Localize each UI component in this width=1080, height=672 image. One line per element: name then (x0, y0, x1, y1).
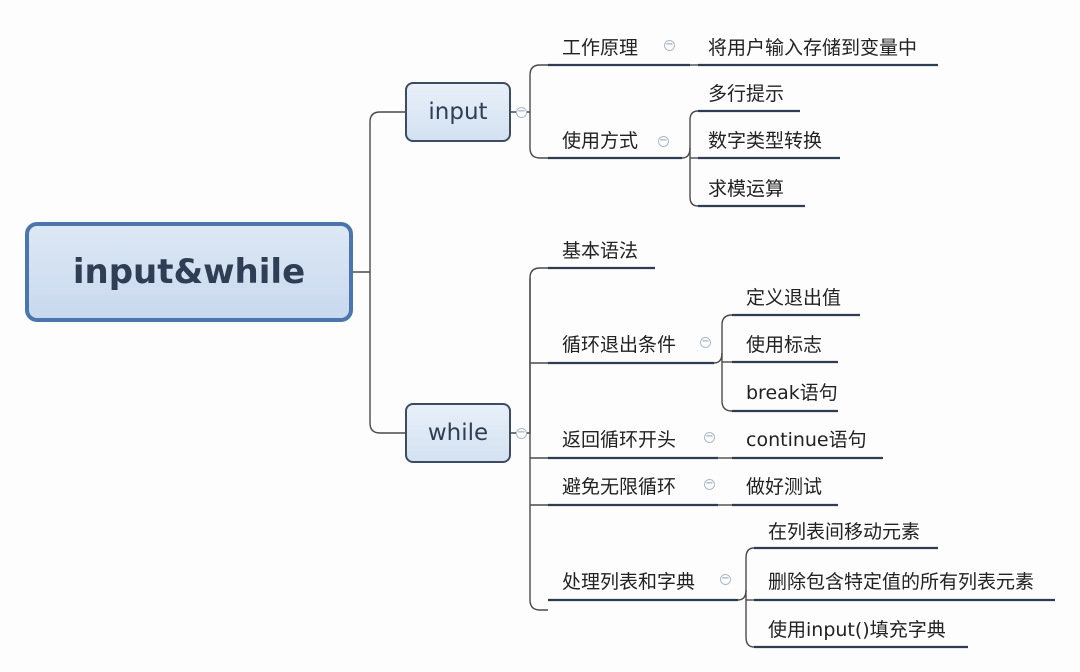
collapse-icon[interactable]: − (720, 573, 731, 585)
collapse-icon[interactable]: − (704, 431, 715, 443)
leaf-store-input-in-variable[interactable]: 将用户输入存储到变量中 (708, 37, 918, 59)
collapse-icon[interactable]: − (658, 135, 669, 147)
leaf-use-flag[interactable]: 使用标志 (746, 334, 823, 356)
leaf-move-elements-between-lists[interactable]: 在列表间移动元素 (768, 521, 921, 543)
topic-return-to-loop-start[interactable]: 返回循环开头 (562, 429, 677, 451)
leaf-break-statement[interactable]: break语句 (746, 382, 838, 404)
topic-while[interactable]: while (405, 403, 511, 463)
collapse-icon[interactable]: − (700, 336, 711, 348)
collapse-icon[interactable]: − (704, 478, 715, 490)
root-topic[interactable]: input&while (25, 222, 353, 322)
leaf-number-type-conversion[interactable]: 数字类型转换 (708, 130, 823, 152)
leaf-define-exit-value[interactable]: 定义退出值 (746, 287, 842, 309)
topic-input[interactable]: input (405, 82, 511, 142)
leaf-remove-all-specific-values[interactable]: 删除包含特定值的所有列表元素 (768, 571, 1035, 593)
leaf-test-well[interactable]: 做好测试 (746, 476, 823, 498)
leaf-multiline-prompt[interactable]: 多行提示 (708, 83, 785, 105)
collapse-icon[interactable]: − (664, 39, 675, 51)
topic-basic-syntax[interactable]: 基本语法 (562, 240, 639, 262)
topic-lists-and-dicts[interactable]: 处理列表和字典 (562, 571, 696, 593)
collapse-icon[interactable]: − (516, 427, 527, 439)
leaf-modulo-operation[interactable]: 求模运算 (708, 178, 785, 200)
leaf-continue-statement[interactable]: continue语句 (746, 429, 867, 451)
topic-avoid-infinite-loop[interactable]: 避免无限循环 (562, 476, 677, 498)
topic-working-principle[interactable]: 工作原理 (562, 37, 639, 59)
collapse-icon[interactable]: − (516, 106, 527, 118)
topic-loop-exit-conditions[interactable]: 循环退出条件 (562, 334, 677, 356)
topic-usage[interactable]: 使用方式 (562, 130, 639, 152)
leaf-fill-dict-with-input[interactable]: 使用input()填充字典 (768, 619, 946, 641)
